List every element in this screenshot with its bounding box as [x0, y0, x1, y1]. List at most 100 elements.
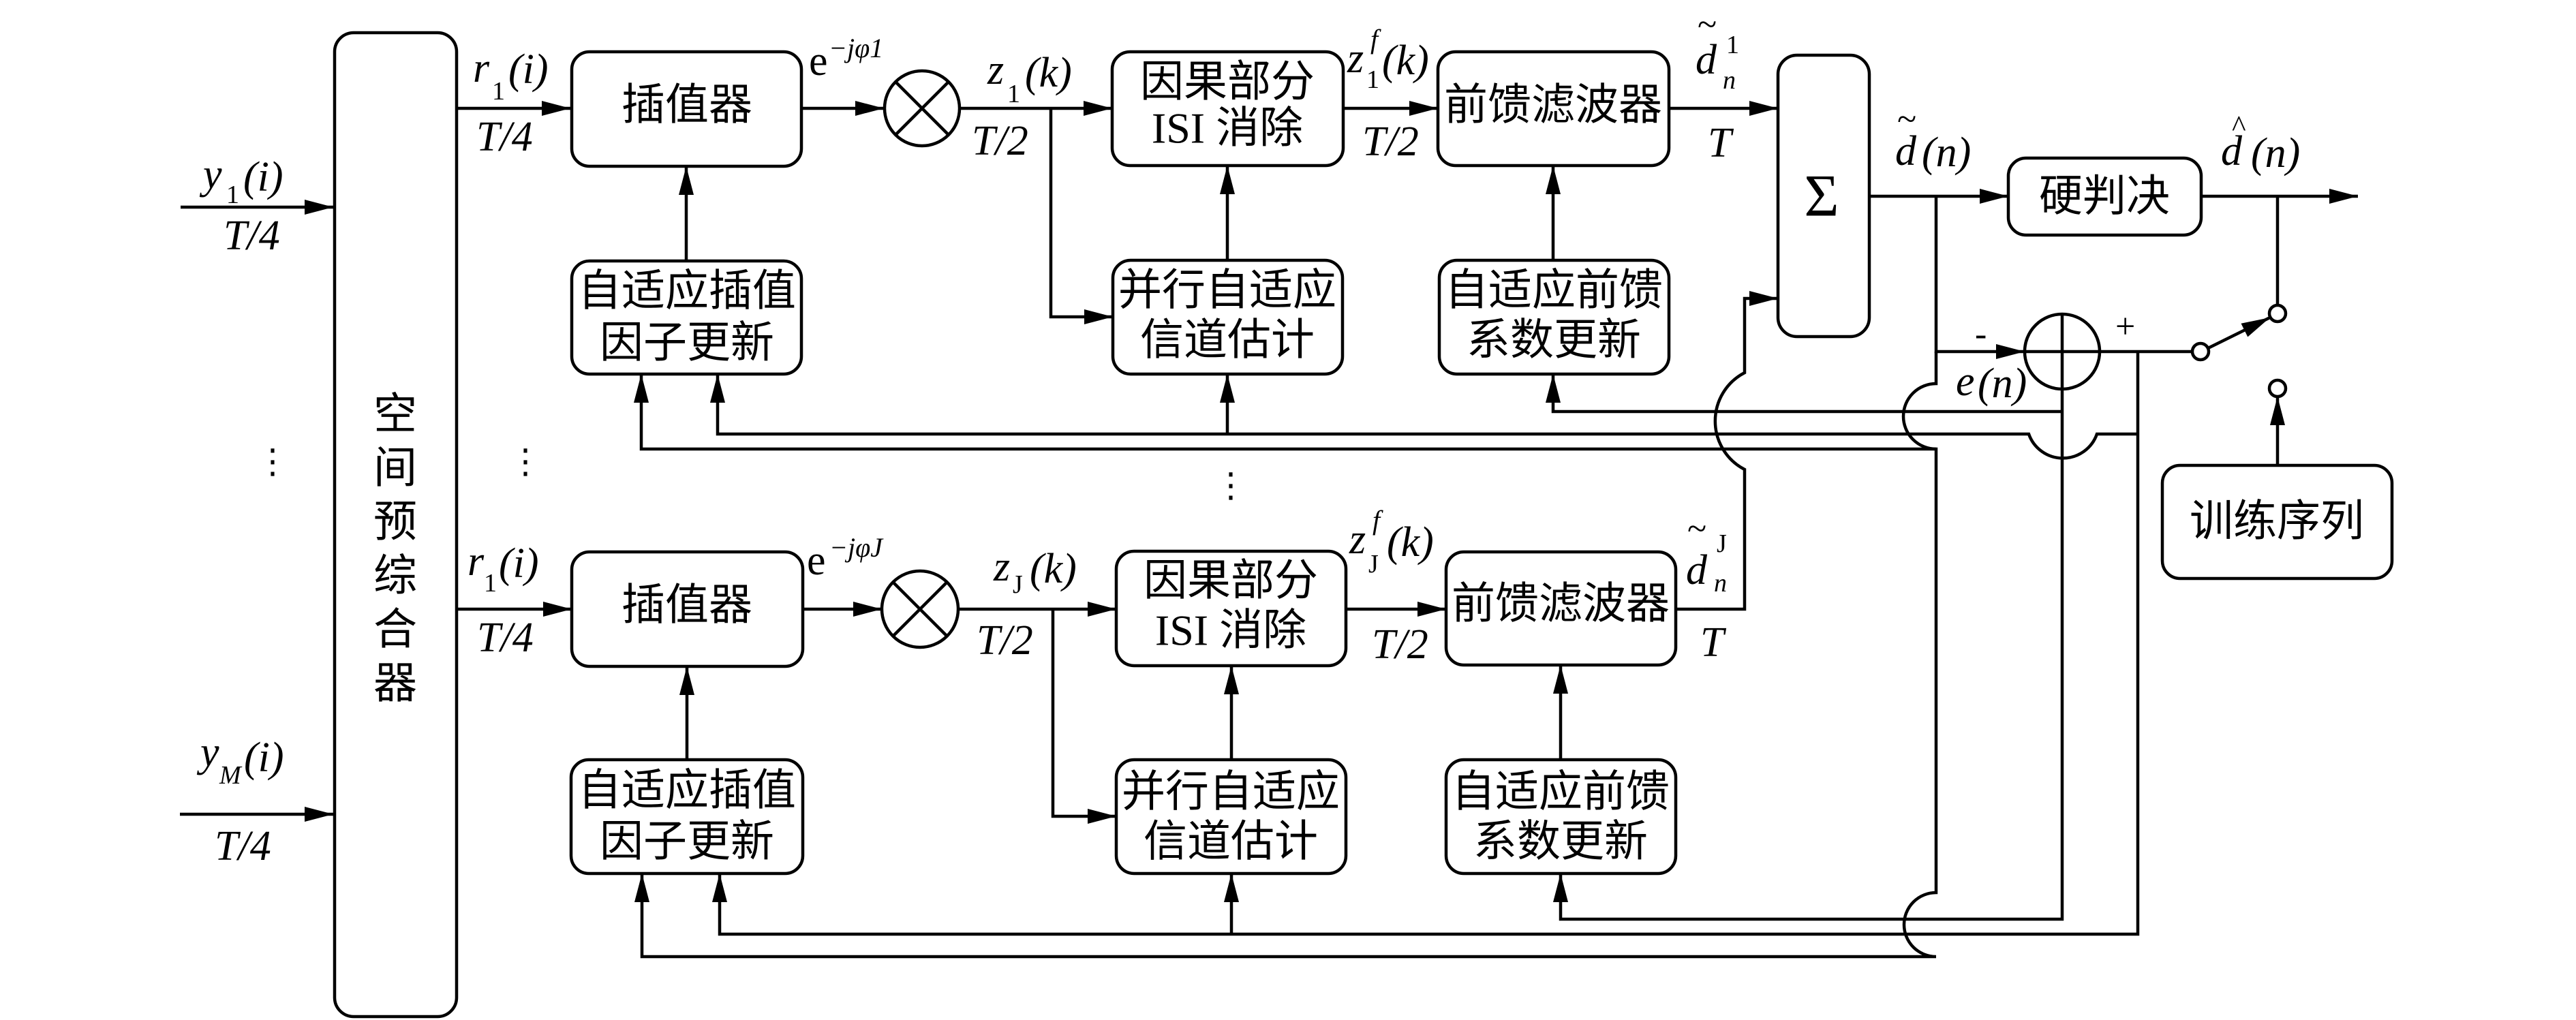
branch-ellipsis: ⋮: [1214, 465, 1248, 505]
summer-out-argument: (n): [1922, 129, 1971, 176]
error-bus-to-branch-1-ff-update: [1546, 374, 2062, 414]
combiner-label-char: 合: [373, 606, 417, 654]
branch-1-isi-out-symbol: z: [1347, 35, 1364, 82]
branch-j-isi-out-symbol: z: [1349, 516, 1366, 563]
branch-1-combiner-out-subscript: 1: [492, 77, 505, 106]
input-1-subscript: 1: [226, 181, 239, 209]
branch-1-channel-est-line-1: 并行自适应: [1118, 266, 1336, 315]
error-symbol: e: [1956, 358, 1975, 405]
branch-j-ff-out-subscript: n: [1714, 569, 1727, 598]
branch-j-interpolator-label: 插值器: [622, 581, 752, 630]
branch-j-ff-out-symbol: d: [1686, 547, 1708, 593]
branch-1-isi-out-rate: T/2: [1362, 119, 1419, 165]
input-1: y 1 (i) T/4: [181, 151, 333, 259]
branch-1-ff-out-superscript: 1: [1726, 31, 1739, 59]
reference-bus-to-branch-1-interp-update: [710, 374, 2138, 460]
error-adder: [2023, 312, 2102, 391]
branch-1-ff-update-line-2: 系数更新: [1467, 316, 1641, 365]
branch-1-ff-out-accent: ~: [1698, 5, 1717, 44]
branch-j-interp-update-line-2: 因子更新: [600, 818, 774, 866]
branch-1-phase-base: e: [809, 38, 828, 84]
branch-1-mixer-out-subscript: 1: [1007, 80, 1020, 108]
branch-j-isi-out-argument: (k): [1387, 519, 1434, 566]
branch-j-mixer-out-subscript: J: [1013, 570, 1023, 599]
branch-j-combiner-out-argument: (i): [499, 540, 539, 587]
branch-1-isi-cancel-line-2: ISI 消除: [1152, 104, 1303, 153]
decision-out-argument: (n): [2251, 130, 2300, 176]
adder-plus-sign: +: [2115, 307, 2135, 346]
switch-pivot-contact: [2190, 341, 2211, 362]
training-sequence-label: 训练序列: [2190, 497, 2364, 546]
branch-j-phase-base: e: [807, 538, 826, 584]
branch-j-phase-exponent: −jφJ: [829, 532, 884, 563]
branch-1-combiner-out-symbol: r: [473, 45, 490, 91]
combiner-label-char: 空: [373, 390, 417, 439]
summer-out-accent: ~: [1897, 100, 1916, 139]
branch-j-interp-update-line-1: 自适应插值: [578, 767, 796, 815]
feedback-buses: [634, 352, 2140, 959]
combiner-label-char: 器: [373, 660, 417, 708]
branch-1-ff-update-line-1: 自适应前馈: [1445, 266, 1663, 315]
branch-j-ff-out-accent: ~: [1687, 510, 1706, 548]
branch-j-mixer-out-rate: T/2: [977, 617, 1033, 664]
branch-1-phase-exponent: −jφ1: [829, 33, 883, 63]
branch-1-interpolator-label: 插值器: [622, 81, 752, 129]
reference-bus-to-branch-j-interp-update: [712, 352, 2140, 936]
decision-out-symbol: d: [2221, 128, 2243, 174]
branch-j-ff-out-rate: T: [1700, 619, 1727, 666]
branch-1-isi-out-subscript: 1: [1366, 65, 1379, 94]
input-1-symbol: y: [199, 151, 222, 198]
branch-j-ff-update-line-2: 系数更新: [1473, 818, 1648, 866]
branch-j-channel-est-line-2: 信道估计: [1144, 818, 1318, 866]
soft-bus-to-branch-j-interp-update: [634, 352, 1938, 959]
branch-1-mixer-to-channel-est-arrow: [1049, 108, 1113, 324]
error-argument: (n): [1978, 360, 2027, 407]
branch-1-ff-out-subscript: n: [1723, 66, 1736, 95]
branch-1-ff-out-symbol: d: [1696, 37, 1717, 83]
branch-j: r 1 (i) T/4 插值器 自适应插值 因子更新 e −jφJ z J (k…: [457, 291, 1778, 934]
decision-out-accent: ^: [2232, 110, 2246, 143]
branch-j-isi-out-rate: T/2: [1372, 621, 1428, 668]
summation-icon: Σ: [1804, 164, 1839, 230]
input-m-symbol: y: [196, 729, 219, 775]
combiner-label-char: 间: [373, 444, 417, 493]
branch-j-isi-out-subscript: J: [1368, 550, 1379, 578]
branch-1-interp-update-line-1: 自适应插值: [578, 267, 796, 315]
input-ellipsis: ⋮: [256, 442, 290, 481]
input-1-rate: T/4: [224, 213, 280, 259]
branch-1-isi-cancel-line-1: 因果部分: [1140, 58, 1315, 106]
multiplier-cross-icon: [894, 80, 950, 136]
branch-1-mixer-out-symbol: z: [987, 47, 1004, 93]
branch-j-isi-out-superscript: f: [1373, 505, 1383, 536]
branch-1-mixer-out-argument: (k): [1025, 50, 1072, 96]
branch-1-channel-est-line-2: 信道估计: [1140, 316, 1315, 365]
error-stage: - + e (n) 训练序列: [1934, 196, 2394, 581]
branch-j-isi-cancel-line-2: ISI 消除: [1155, 606, 1306, 655]
error-bus-to-branch-j-ff-update: [1553, 389, 2064, 921]
branch-j-ff-to-summer-arrow: [1676, 291, 1778, 611]
branch-1-combiner-out-argument: (i): [508, 46, 549, 93]
switch-training-contact: [2267, 378, 2288, 399]
branch-j-combiner-out-rate: T/4: [477, 615, 534, 661]
input-m-rate: T/4: [215, 823, 271, 869]
branch-1-combiner-out-rate: T/4: [476, 114, 533, 160]
soft-bus-to-branch-1-interp-update: [634, 374, 1936, 451]
branch-j-ff-out-superscript: J: [1717, 529, 1727, 558]
input-m-argument: (i): [244, 735, 284, 781]
branch-1: r 1 (i) T/4 插值器 自适应插值 因子更新 e −jφ1 z 1 (k…: [457, 5, 1778, 434]
branch-1-isi-out-superscript: f: [1370, 24, 1381, 55]
combiner-label-char: 预: [373, 498, 417, 546]
branch-j-mixer-out-symbol: z: [993, 544, 1010, 590]
branch-ellipsis: ⋮: [508, 442, 542, 481]
spatial-precombiner-box: [333, 31, 459, 1019]
branch-1-mixer: [883, 69, 962, 148]
branch-1-isi-out-argument: (k): [1382, 37, 1429, 84]
input-m-subscript: M: [219, 761, 243, 790]
branch-1-interp-update-line-2: 因子更新: [600, 319, 774, 367]
hard-decision-label: 硬判决: [2039, 172, 2170, 221]
multiplier-cross-icon: [892, 581, 948, 637]
branch-1-ff-out-rate: T: [1708, 120, 1734, 166]
branch-j-combiner-out-subscript: 1: [484, 569, 497, 598]
branch-j-mixer-out-argument: (k): [1030, 546, 1077, 592]
